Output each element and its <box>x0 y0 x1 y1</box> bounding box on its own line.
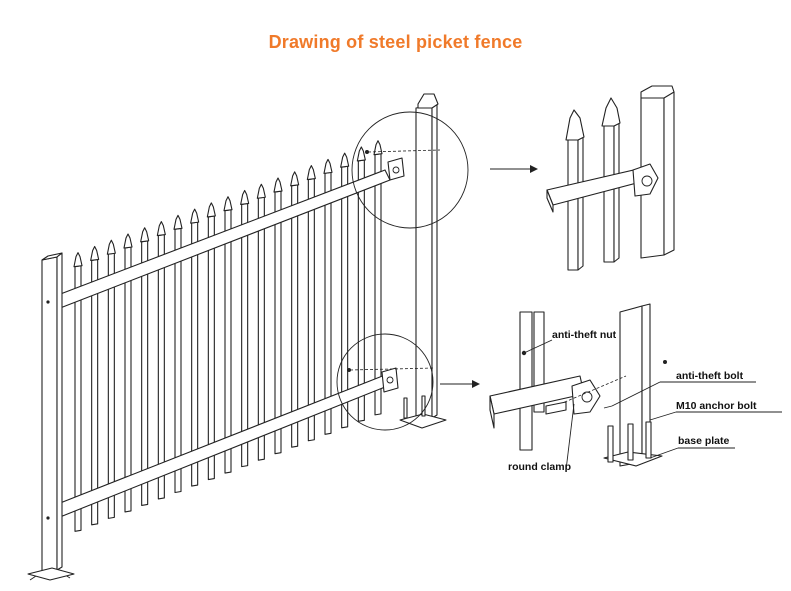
bottom-detail-circle <box>336 333 434 431</box>
fence-picket-spear-top <box>340 152 350 168</box>
detail-top-enlarged <box>546 85 675 271</box>
top-clamp <box>365 149 441 181</box>
leader-anti-theft-nut <box>523 339 553 354</box>
fence-picket-spear-top <box>223 196 233 212</box>
fence-picket-spear-top <box>90 245 100 262</box>
fence-picket <box>224 209 232 474</box>
fence-picket <box>324 171 332 435</box>
fence-picket-spear-top <box>240 189 250 206</box>
fence-picket <box>74 265 82 532</box>
fence-picket <box>174 227 182 494</box>
right-post <box>399 93 447 429</box>
left-post <box>27 252 75 581</box>
fence-picket <box>124 246 132 513</box>
fence-picket-spear-top <box>190 208 200 224</box>
fence-picket-spear-top <box>73 252 83 268</box>
leader-base-plate <box>649 447 679 459</box>
fence-picket <box>191 221 199 487</box>
label-m10-anchor-bolt: M10 anchor bolt <box>676 400 757 412</box>
top-detail-circle <box>351 111 469 229</box>
label-round-clamp: round clamp <box>508 461 571 473</box>
label-base-plate: base plate <box>678 435 730 447</box>
fence-picket-spear-top <box>173 214 183 230</box>
fence-picket-spear-top <box>273 177 283 193</box>
fence-picket <box>357 159 365 422</box>
leader-anti-theft-bolt <box>611 381 661 407</box>
fence-picket-spear-top <box>156 221 166 237</box>
label-anti-theft-bolt: anti-theft bolt <box>676 370 744 382</box>
fence-picket <box>207 215 215 481</box>
fence-picket <box>107 252 115 519</box>
fence-picket-spear-top <box>206 202 216 218</box>
fence-picket <box>141 240 149 506</box>
arrow-bottom <box>440 380 480 388</box>
fence-picket <box>157 234 165 500</box>
arrow-top <box>490 165 538 173</box>
leader-round-clamp <box>565 403 575 471</box>
fence-picket <box>274 190 282 455</box>
fence-picket-spear-top <box>290 171 300 187</box>
bottom-clamp <box>347 367 435 393</box>
fence-picket-spear-top <box>306 165 316 181</box>
fence-picket-spear-top <box>106 239 116 255</box>
fence-picket-spear-top <box>323 158 333 174</box>
fence-picket <box>241 202 249 468</box>
leader-anchor-bolt <box>649 411 677 421</box>
detail-bottom-enlarged <box>489 303 667 467</box>
label-anti-theft-nut: anti-theft nut <box>552 329 617 341</box>
fence-picket-spear-top <box>373 140 383 156</box>
fence-picket-spear-top <box>140 227 150 243</box>
fence-picket <box>91 258 99 526</box>
fence-picket <box>341 165 349 429</box>
diagram-title: Drawing of steel picket fence <box>268 32 523 52</box>
fence-picket-spear-top <box>123 233 133 249</box>
fence-picket-spear-top <box>356 146 366 162</box>
fence-picket <box>307 178 315 442</box>
fence-picket <box>257 196 265 461</box>
fence-picket <box>291 184 299 448</box>
fence-picket <box>374 153 382 416</box>
fence-picket-spear-top <box>256 183 266 199</box>
fence-pickets <box>73 140 383 532</box>
top-rail <box>49 169 391 311</box>
